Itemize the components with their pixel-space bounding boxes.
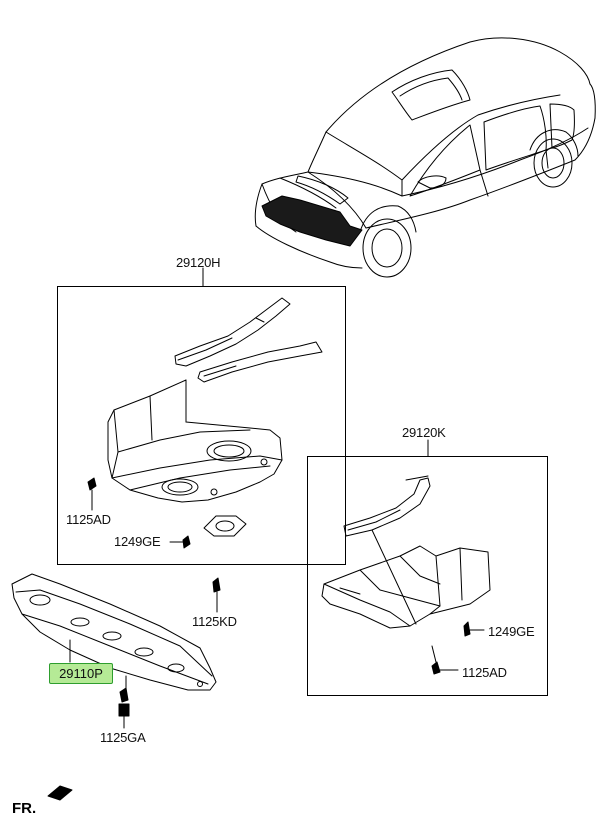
label-1249ge-left[interactable]: 1249GE (114, 534, 161, 549)
front-arrow-icon (47, 785, 73, 801)
label-1125ga[interactable]: 1125GA (100, 730, 146, 745)
group-box-k (307, 456, 548, 696)
label-29120k[interactable]: 29120K (402, 425, 446, 440)
label-1125ad-left[interactable]: 1125AD (66, 512, 111, 527)
label-29120h[interactable]: 29120H (176, 255, 221, 270)
group-box-h (57, 286, 346, 565)
car-illustration (254, 37, 596, 278)
group-h-parts (87, 297, 323, 549)
label-1125kd[interactable]: 1125KD (192, 614, 237, 629)
group-k-parts (321, 475, 491, 675)
front-label: FR. (12, 800, 37, 817)
label-1249ge-right[interactable]: 1249GE (488, 624, 535, 639)
label-1125ad-right[interactable]: 1125AD (462, 665, 507, 680)
main-under-cover (11, 573, 221, 729)
label-29110p[interactable]: 29110P (49, 663, 113, 684)
